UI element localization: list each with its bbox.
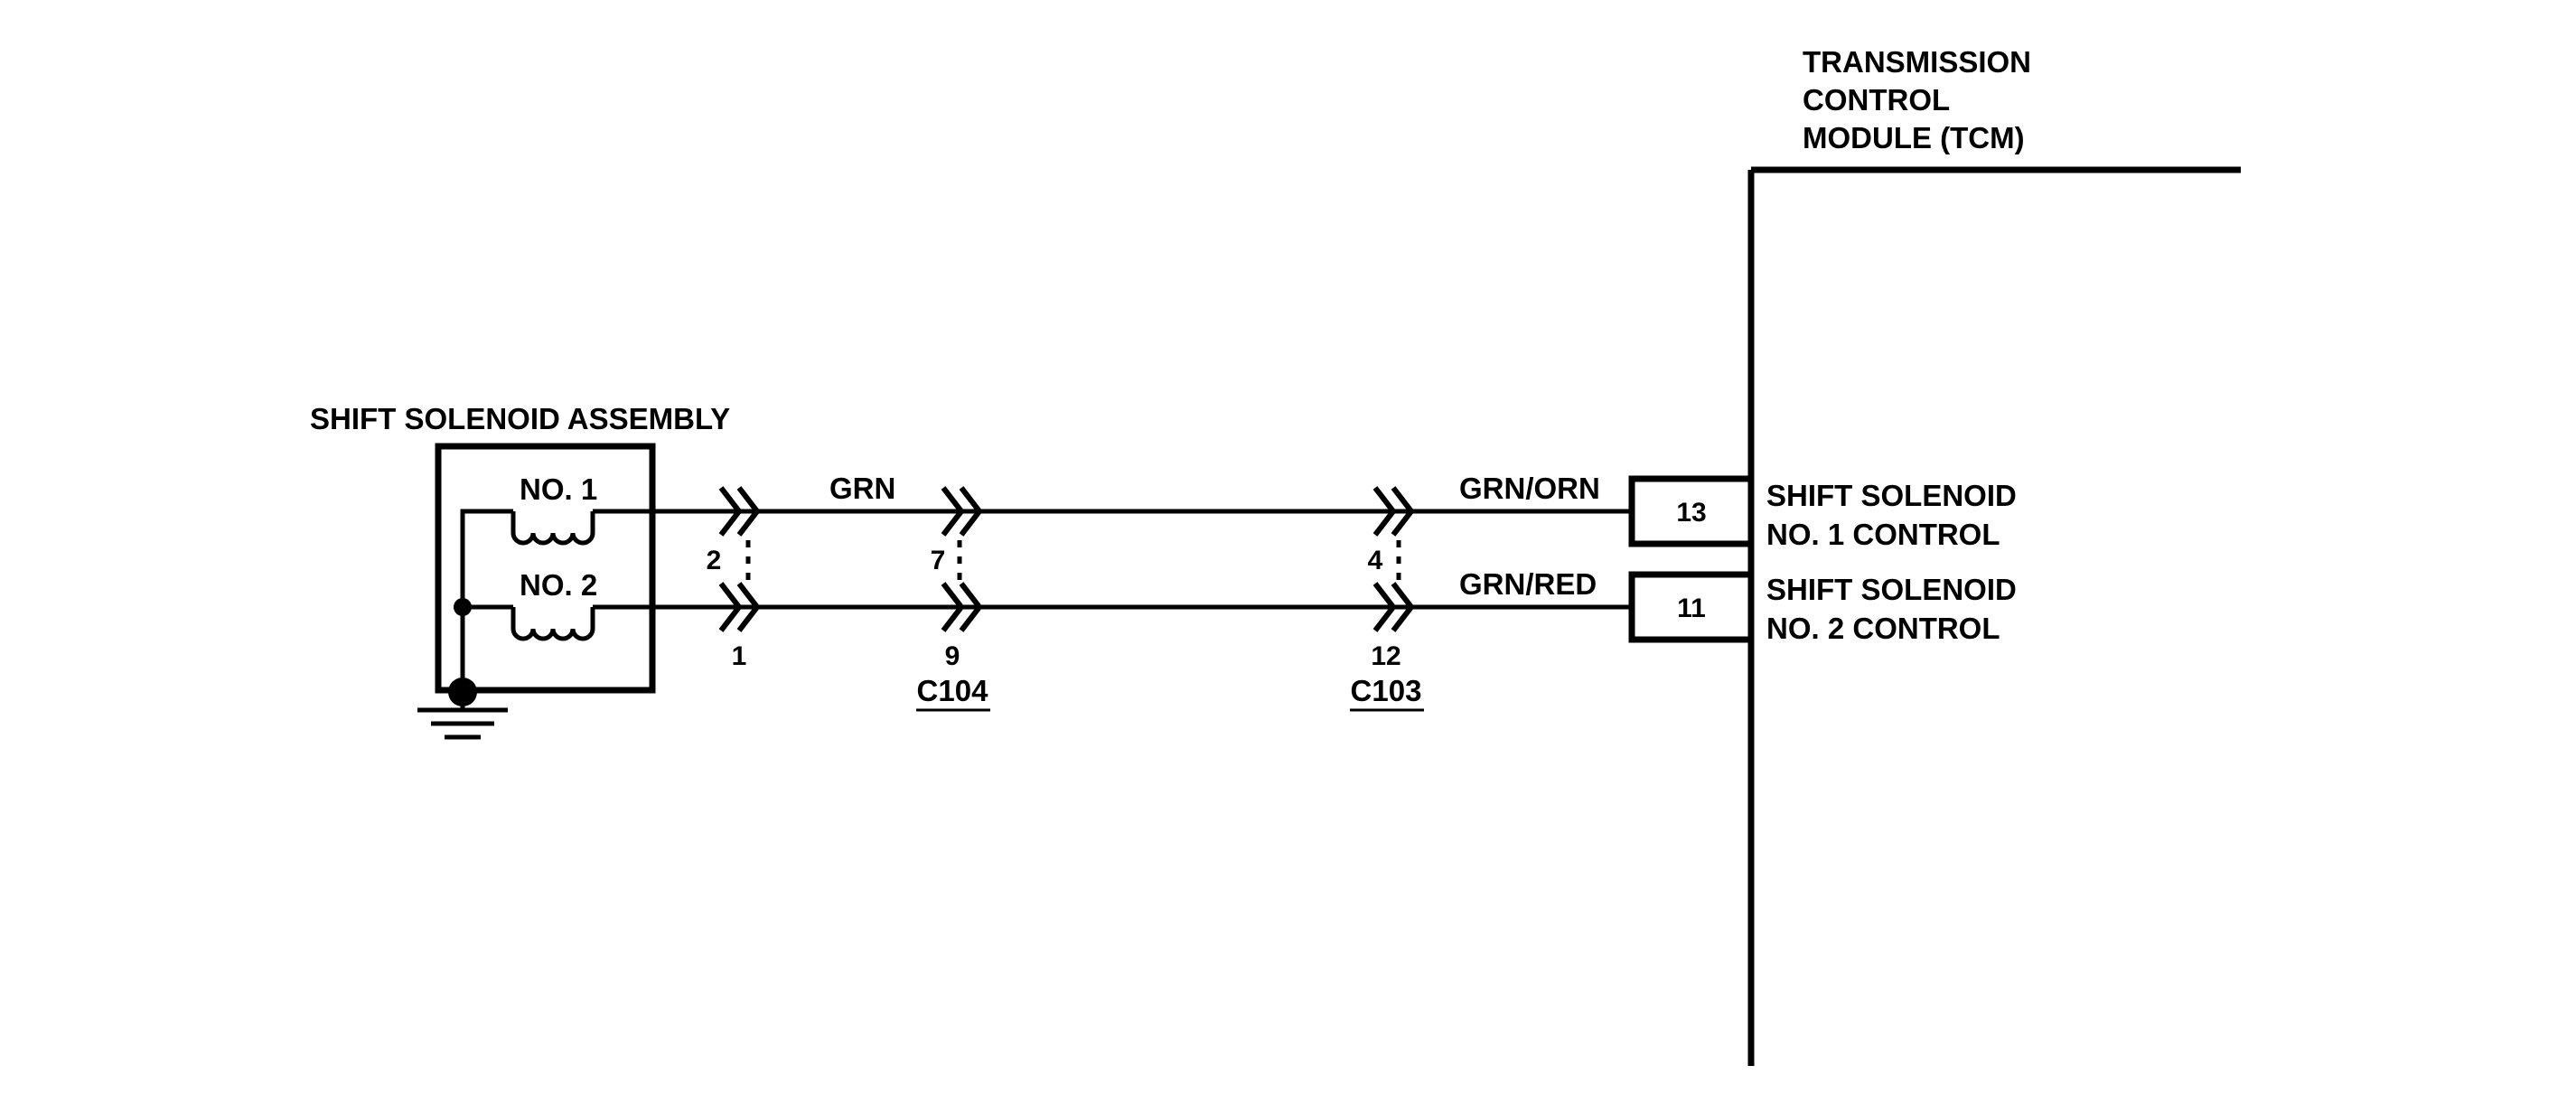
tcm-pin-11-label-line1: SHIFT SOLENOID [1766,573,2017,606]
coil-no1-label: NO. 1 [520,472,597,506]
shift-solenoid-assembly: SHIFT SOLENOID ASSEMBLY NO. 1 NO. 2 [310,402,730,706]
assembly-internal-wire-1 [460,509,513,688]
connector-c103-top-chevron-icon [1372,486,1415,537]
tcm-pin-13-label-line1: SHIFT SOLENOID [1766,479,2017,512]
tcm-pin-11: 11 SHIFT SOLENOID NO. 2 CONTROL [1628,571,2017,645]
connector-assembly-pin-bottom: 1 [732,641,747,671]
wire-label-grn: GRN [829,472,895,505]
connector-c104: 7 9 C104 [916,486,990,712]
tcm-pin-13: 13 SHIFT SOLENOID NO. 1 CONTROL [1628,475,2017,551]
tcm-module: TRANSMISSION CONTROL MODULE (TCM) [1747,45,2241,1066]
connector-assembly-bottom-chevron-icon [718,582,761,632]
tcm-pin-11-label-line2: NO. 2 CONTROL [1766,612,2000,645]
connector-c104-top-chevron-icon [941,486,983,537]
circuit-wires [593,509,1632,610]
connector-c103-pin-top: 4 [1368,546,1383,575]
ground-icon [417,692,508,740]
connector-assembly: 2 1 [707,486,761,671]
assembly-splice-dot [454,598,472,616]
wire-label-grn-orn: GRN/ORN [1459,472,1600,505]
connector-c103-pin-bottom: 12 [1371,641,1400,671]
connector-assembly-pin-top: 2 [707,546,722,575]
connector-c103-name: C103 [1351,674,1422,707]
connector-c104-pin-top: 7 [931,546,946,575]
coil-no2-icon [511,607,595,641]
tcm-pin-13-label-line2: NO. 1 CONTROL [1766,518,2000,551]
coil-no2-label: NO. 2 [520,568,597,602]
coil-no1-icon [511,511,595,546]
tcm-title-line3: MODULE (TCM) [1803,121,2025,154]
connector-c103-bottom-chevron-icon [1372,582,1415,632]
tcm-pin-11-number: 11 [1677,594,1706,623]
solenoid-assembly-title: SHIFT SOLENOID ASSEMBLY [310,402,730,435]
wire-label-grn-red: GRN/RED [1459,567,1597,601]
connector-c103: 4 12 C103 [1350,486,1424,712]
solenoid-assembly-box [435,443,656,694]
tcm-pin-13-number: 13 [1676,498,1706,528]
connector-c104-pin-bottom: 9 [945,641,960,671]
connector-c104-bottom-chevron-icon [941,582,983,632]
tcm-title-line1: TRANSMISSION [1803,45,2031,79]
tcm-title-line2: CONTROL [1803,83,1950,117]
connector-c104-name: C104 [917,674,989,707]
connector-assembly-top-chevron-icon [718,486,761,537]
